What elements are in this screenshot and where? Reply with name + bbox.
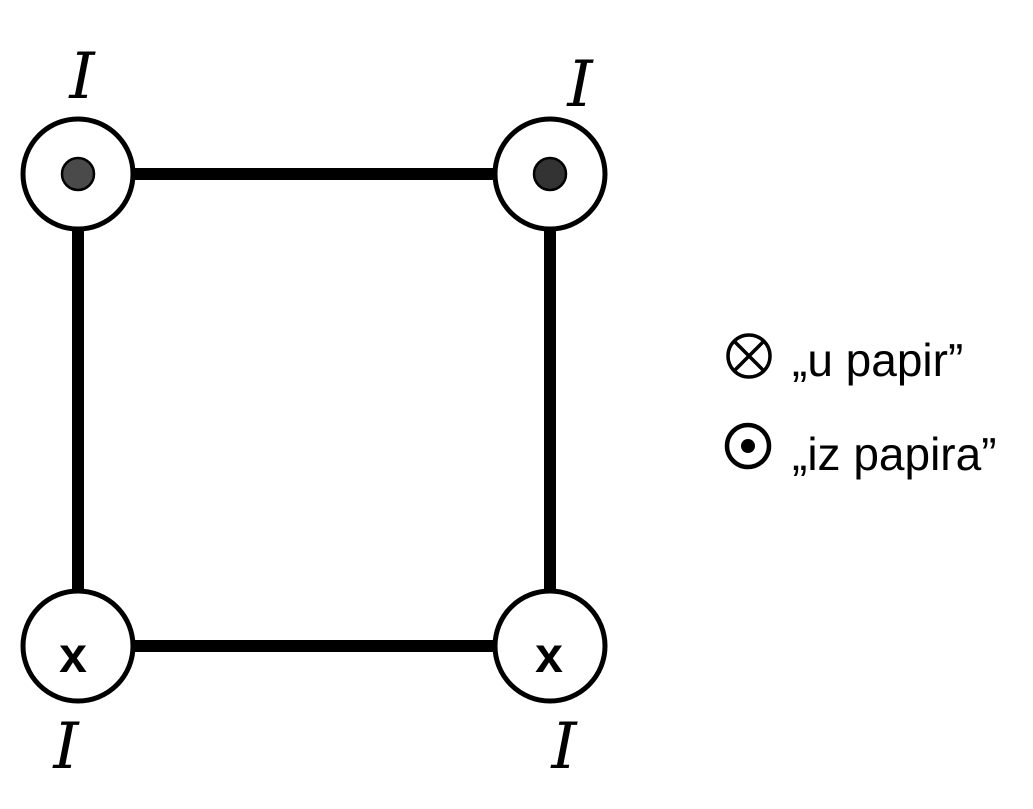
circled-times-icon: [726, 333, 772, 379]
current-label-bottom-left: I: [52, 710, 80, 784]
legend: „u papir” „iz papira”: [724, 333, 997, 480]
legend-out-of-page: „iz papira”: [724, 422, 997, 480]
dot-icon: [60, 156, 96, 192]
conductor-bottom-left: x: [20, 588, 136, 704]
legend-into-page: „u papir”: [726, 333, 963, 386]
circled-dot-icon: [724, 422, 772, 470]
x-mark: x: [535, 627, 563, 683]
x-mark: x: [59, 627, 87, 683]
conductor-bottom-right: x: [492, 588, 608, 704]
current-label-bottom-right: I: [550, 710, 578, 784]
legend-out-of-page-text: „iz papira”: [792, 428, 997, 480]
conductor-top-right: [492, 116, 608, 232]
current-label-top-left: I: [68, 40, 96, 114]
dot-icon: [532, 156, 568, 192]
conductor-top-left: [20, 116, 136, 232]
current-label-top-right: I: [566, 48, 594, 122]
legend-into-page-text: „u papir”: [792, 334, 963, 386]
